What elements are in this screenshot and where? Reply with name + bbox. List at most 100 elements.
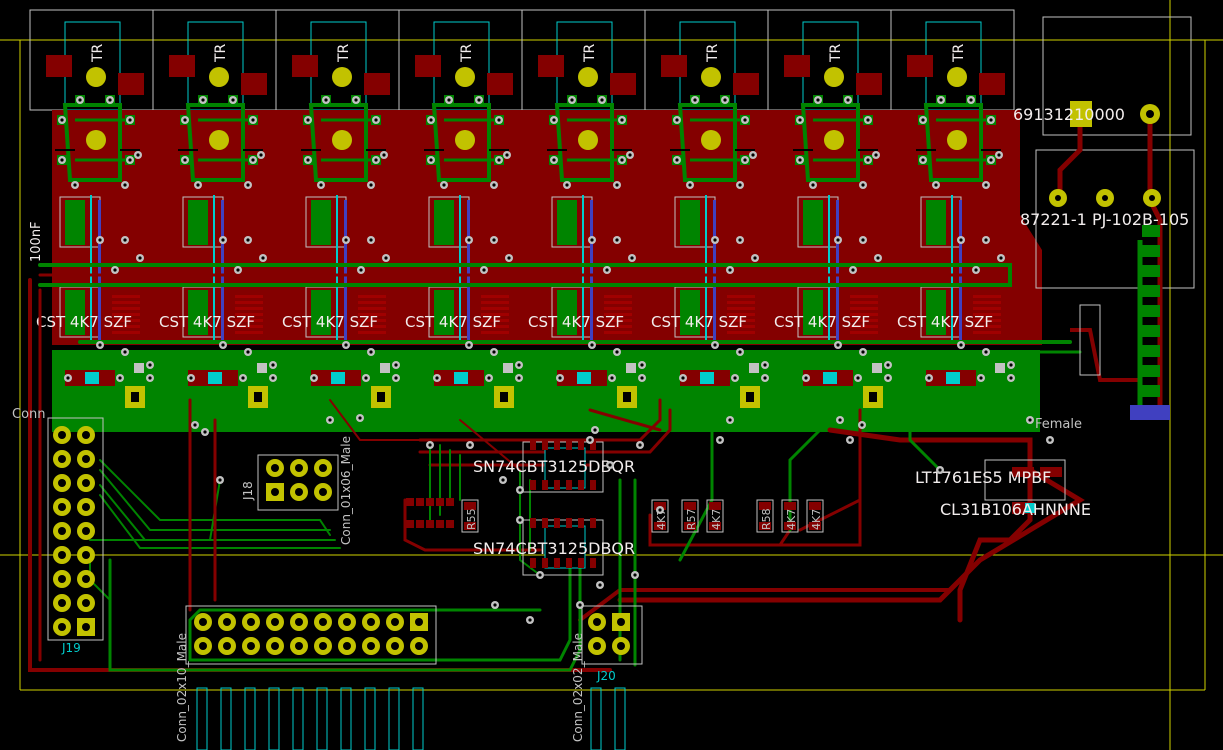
pin[interactable]: [314, 483, 332, 501]
resistor[interactable]: 4K7: [806, 499, 824, 533]
pin[interactable]: [266, 483, 284, 501]
pin[interactable]: [290, 483, 308, 501]
header-left[interactable]: [47, 417, 104, 641]
pin[interactable]: [218, 637, 236, 655]
pin[interactable]: [77, 474, 95, 492]
resistor[interactable]: 4K7: [706, 499, 724, 533]
via-icon: [121, 236, 129, 244]
pin[interactable]: [410, 613, 428, 631]
pin[interactable]: [386, 613, 404, 631]
pin[interactable]: [53, 498, 71, 516]
ic-shift-register-2[interactable]: [522, 518, 604, 576]
pin[interactable]: [53, 546, 71, 564]
resistor[interactable]: 4K7: [651, 499, 669, 533]
pin[interactable]: [53, 570, 71, 588]
pin[interactable]: [53, 450, 71, 468]
pin[interactable]: [242, 637, 260, 655]
pin[interactable]: [242, 613, 260, 631]
via-icon: [603, 266, 611, 274]
header-mid-name: Conn_01x06_Male: [339, 436, 353, 545]
mid-routing: [89, 398, 1085, 672]
pin[interactable]: [314, 613, 332, 631]
via-icon: [884, 374, 892, 382]
back-copper-pour: [52, 350, 1040, 432]
resistor[interactable]: R58: [756, 499, 774, 533]
resistor-label: 4K7: [785, 509, 798, 530]
via-icon: [136, 254, 144, 262]
pin[interactable]: [53, 594, 71, 612]
pin[interactable]: [612, 637, 630, 655]
ic-shift-register-1[interactable]: [522, 440, 604, 493]
pin[interactable]: [218, 613, 236, 631]
pin[interactable]: [612, 613, 630, 631]
cap-label: 100nF: [29, 221, 44, 262]
via-icon: [310, 374, 318, 382]
via-icon: [864, 156, 872, 164]
header-right[interactable]: [581, 605, 643, 750]
pin[interactable]: [77, 570, 95, 588]
pin[interactable]: [290, 637, 308, 655]
resistor-label: 4K7: [710, 509, 723, 530]
pin[interactable]: [77, 546, 95, 564]
pin[interactable]: [588, 637, 606, 655]
via-icon: [613, 348, 621, 356]
pin[interactable]: [53, 426, 71, 444]
via-icon: [919, 116, 927, 124]
pad-icon: [86, 67, 106, 87]
header-mid-ref: J18: [241, 481, 255, 501]
pin[interactable]: [77, 594, 95, 612]
regulator-label: LT1761ES5 MPBF: [915, 468, 1051, 487]
pin[interactable]: [77, 618, 95, 636]
pin[interactable]: [194, 613, 212, 631]
via-icon: [844, 96, 852, 104]
pin[interactable]: [77, 522, 95, 540]
via-icon: [426, 441, 434, 449]
pad-icon: [1142, 245, 1160, 257]
via-icon: [586, 436, 594, 444]
pin[interactable]: [77, 426, 95, 444]
pad-icon: [701, 67, 721, 87]
via-icon: [491, 601, 499, 609]
pin[interactable]: [77, 498, 95, 516]
pad-icon: [824, 130, 844, 150]
pin[interactable]: [338, 613, 356, 631]
resistor[interactable]: 4K7: [781, 499, 799, 533]
pad-icon: [46, 55, 72, 77]
pin[interactable]: [194, 637, 212, 655]
resistor[interactable]: R57: [681, 499, 699, 533]
pin[interactable]: [362, 637, 380, 655]
pin[interactable]: [588, 613, 606, 631]
pin[interactable]: [410, 637, 428, 655]
pin[interactable]: [53, 618, 71, 636]
pin[interactable]: [266, 459, 284, 477]
pin[interactable]: [53, 522, 71, 540]
resistor[interactable]: R55: [461, 499, 479, 533]
pin[interactable]: [77, 450, 95, 468]
pin[interactable]: [314, 459, 332, 477]
via-icon: [475, 96, 483, 104]
pin[interactable]: [266, 613, 284, 631]
via-layer: [58, 96, 1054, 624]
pin[interactable]: [314, 637, 332, 655]
regulator[interactable]: [984, 459, 1066, 514]
via-icon: [490, 181, 498, 189]
header-bottom[interactable]: [185, 605, 437, 750]
pin[interactable]: [290, 459, 308, 477]
via-icon: [199, 96, 207, 104]
pin[interactable]: [338, 637, 356, 655]
via-icon: [495, 156, 503, 164]
pin[interactable]: [290, 613, 308, 631]
pin[interactable]: [53, 474, 71, 492]
pad-icon: [661, 55, 687, 77]
via-icon: [58, 156, 66, 164]
header-mid[interactable]: [257, 454, 339, 511]
pin[interactable]: [386, 637, 404, 655]
pin[interactable]: [362, 613, 380, 631]
via-icon: [626, 151, 634, 159]
pin[interactable]: [266, 637, 284, 655]
via-icon: [181, 156, 189, 164]
via-icon: [977, 374, 985, 382]
